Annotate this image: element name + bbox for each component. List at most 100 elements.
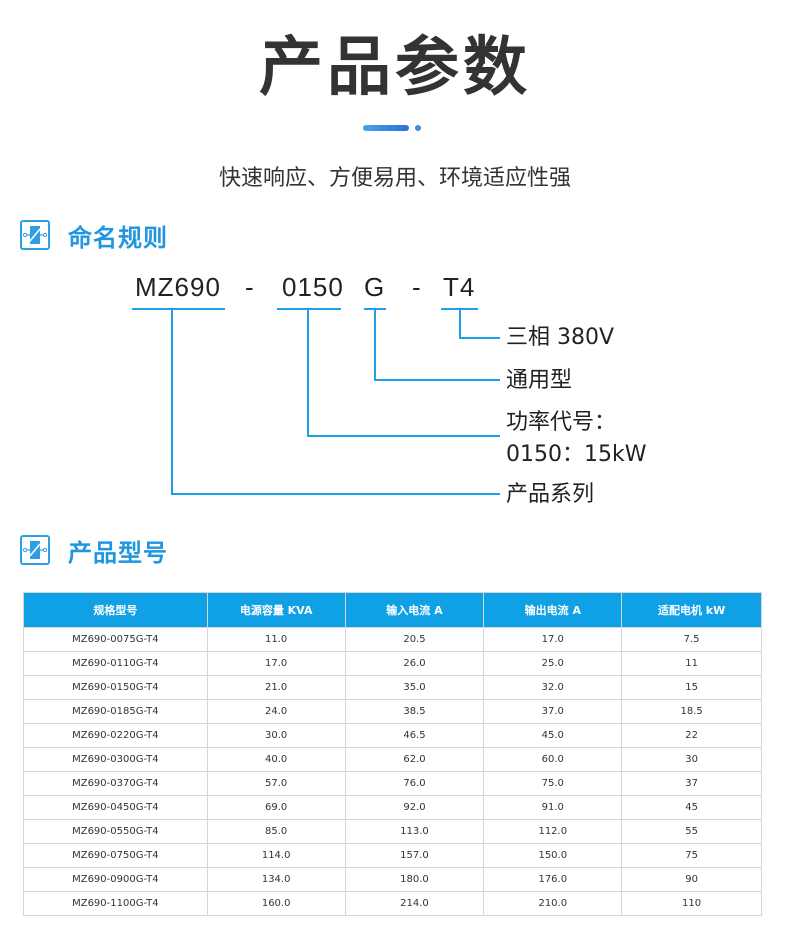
- connector-voltage-vertical: [459, 308, 461, 339]
- cell-input-current: 46.5: [344, 723, 485, 748]
- annotation-type: 通用型: [506, 368, 573, 393]
- code-series: MZ690: [135, 272, 221, 302]
- underline-power: [277, 308, 341, 310]
- code-power: 0150: [282, 272, 344, 302]
- cell-input-current: 113.0: [344, 819, 485, 844]
- section-header-naming: 命名规则: [20, 218, 168, 252]
- cell-input-current: 180.0: [344, 867, 485, 892]
- cell-output-current: 112.0: [483, 819, 623, 844]
- cell-output-current: 210.0: [483, 891, 623, 916]
- cell-model: MZ690-0075G-T4: [23, 627, 208, 652]
- connector-type-horizontal: [374, 379, 500, 381]
- cell-input-current: 214.0: [344, 891, 485, 916]
- cell-capacity: 114.0: [206, 843, 346, 868]
- cell-output-current: 37.0: [483, 699, 623, 724]
- cell-motor-power: 75: [621, 843, 762, 868]
- cell-motor-power: 90: [621, 867, 762, 892]
- cell-capacity: 85.0: [206, 819, 346, 844]
- cell-capacity: 17.0: [206, 651, 346, 676]
- cell-capacity: 134.0: [206, 867, 346, 892]
- decoration-dot: [415, 125, 421, 131]
- cell-input-current: 35.0: [344, 675, 485, 700]
- cell-model: MZ690-0110G-T4: [23, 651, 208, 676]
- page-title: 产品参数: [259, 31, 531, 105]
- spec-table: 规格型号 电源容量 KVA 输入电流 A 输出电流 A 适配电机 kW MZ69…: [23, 592, 762, 916]
- cell-motor-power: 55: [621, 819, 762, 844]
- connector-type-vertical: [374, 308, 376, 381]
- underline-series: [132, 308, 225, 310]
- section-header-models: 产品型号: [20, 533, 168, 567]
- annotation-power-label: 功率代号：: [506, 410, 617, 435]
- cell-model: MZ690-0750G-T4: [23, 843, 208, 868]
- cell-model: MZ690-1100G-T4: [23, 891, 208, 916]
- annotation-power-value: 0150：15kW: [506, 442, 647, 467]
- section-title-models: 产品型号: [68, 538, 168, 567]
- cell-output-current: 45.0: [483, 723, 623, 748]
- cell-capacity: 24.0: [206, 699, 346, 724]
- cell-model: MZ690-0450G-T4: [23, 795, 208, 820]
- cell-output-current: 25.0: [483, 651, 623, 676]
- cell-input-current: 157.0: [344, 843, 485, 868]
- column-header-motor-power: 适配电机 kW: [621, 592, 762, 628]
- column-header-output-current: 输出电流 A: [483, 592, 623, 628]
- cell-motor-power: 11: [621, 651, 762, 676]
- connector-power-horizontal: [307, 435, 500, 437]
- code-separator: -: [412, 272, 422, 302]
- column-header-capacity: 电源容量 KVA: [206, 592, 346, 628]
- cell-output-current: 176.0: [483, 867, 623, 892]
- section-title-naming: 命名规则: [68, 223, 168, 252]
- table-header-row: 规格型号 电源容量 KVA 输入电流 A 输出电流 A 适配电机 kW: [23, 592, 762, 628]
- connector-series-horizontal: [171, 493, 500, 495]
- cell-input-current: 92.0: [344, 795, 485, 820]
- cell-input-current: 38.5: [344, 699, 485, 724]
- code-type: G: [364, 272, 386, 302]
- annotation-series: 产品系列: [506, 482, 595, 507]
- cell-capacity: 30.0: [206, 723, 346, 748]
- switch-box-icon: [20, 220, 50, 250]
- cell-model: MZ690-0185G-T4: [23, 699, 208, 724]
- cell-capacity: 69.0: [206, 795, 346, 820]
- connector-voltage-horizontal: [459, 337, 500, 339]
- cell-model: MZ690-0220G-T4: [23, 723, 208, 748]
- annotation-voltage: 三相 380V: [506, 325, 615, 350]
- switch-box-icon: [20, 535, 50, 565]
- cell-input-current: 26.0: [344, 651, 485, 676]
- cell-input-current: 76.0: [344, 771, 485, 796]
- column-header-input-current: 输入电流 A: [344, 592, 485, 628]
- cell-output-current: 91.0: [483, 795, 623, 820]
- cell-capacity: 11.0: [206, 627, 346, 652]
- cell-capacity: 40.0: [206, 747, 346, 772]
- code-voltage: T4: [443, 272, 476, 302]
- cell-input-current: 20.5: [344, 627, 485, 652]
- column-header-model: 规格型号: [23, 592, 208, 628]
- cell-model: MZ690-0300G-T4: [23, 747, 208, 772]
- cell-motor-power: 37: [621, 771, 762, 796]
- cell-motor-power: 110: [621, 891, 762, 916]
- connector-power-vertical: [307, 308, 309, 437]
- cell-motor-power: 45: [621, 795, 762, 820]
- page-subtitle: 快速响应、方便易用、环境适应性强: [218, 166, 571, 191]
- cell-model: MZ690-0370G-T4: [23, 771, 208, 796]
- cell-output-current: 17.0: [483, 627, 623, 652]
- cell-model: MZ690-0150G-T4: [23, 675, 208, 700]
- connector-series-vertical: [171, 308, 173, 495]
- cell-capacity: 160.0: [206, 891, 346, 916]
- cell-motor-power: 18.5: [621, 699, 762, 724]
- cell-model: MZ690-0900G-T4: [23, 867, 208, 892]
- decoration-bar: [363, 125, 409, 131]
- cell-capacity: 21.0: [206, 675, 346, 700]
- code-separator: -: [245, 272, 255, 302]
- cell-motor-power: 30: [621, 747, 762, 772]
- cell-motor-power: 15: [621, 675, 762, 700]
- cell-capacity: 57.0: [206, 771, 346, 796]
